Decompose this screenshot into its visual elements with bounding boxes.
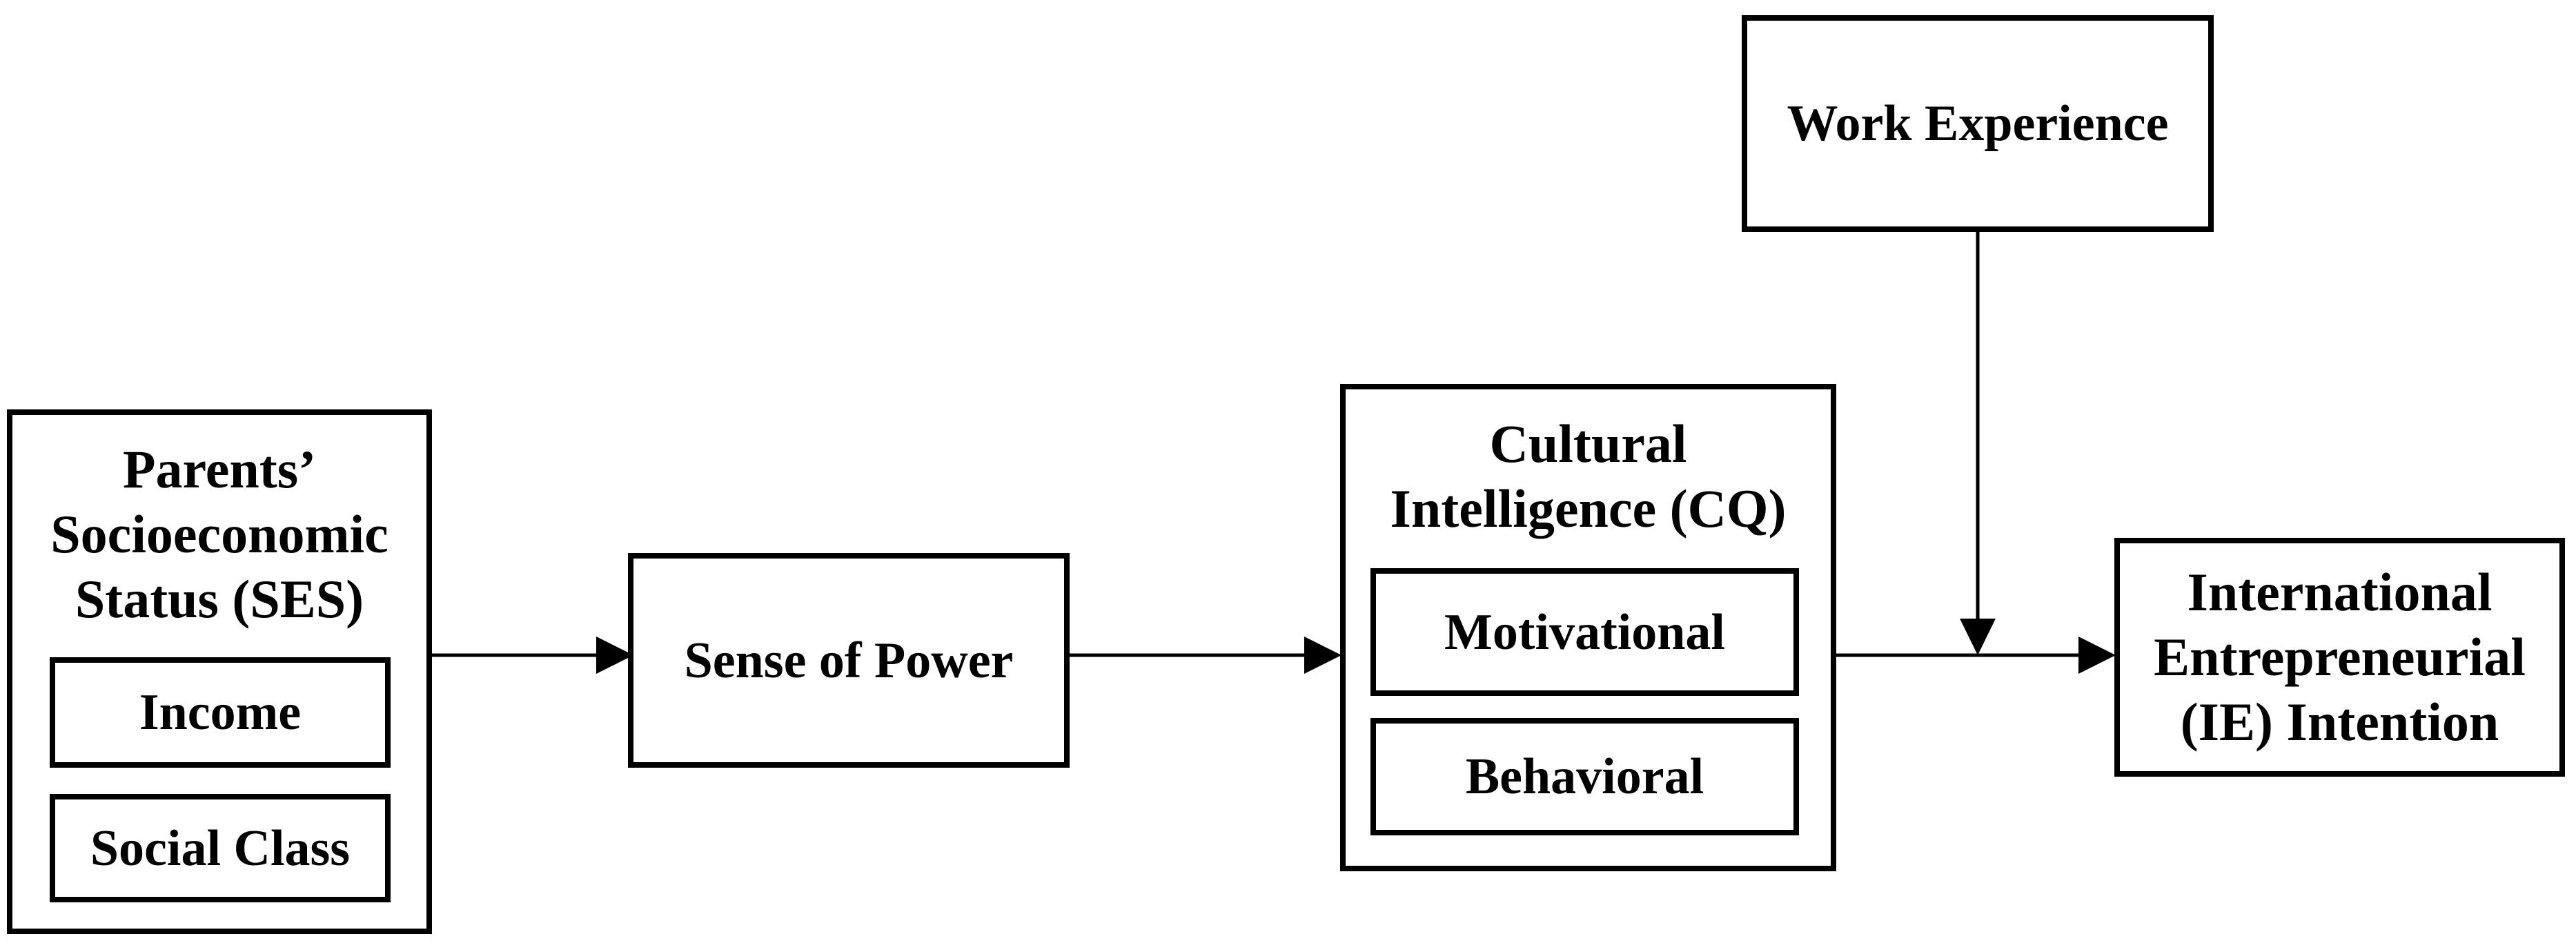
cq-motivational-label: Motivational	[1444, 603, 1725, 661]
cq-motivational-box: Motivational	[1370, 568, 1799, 696]
ie-box: International Entrepreneurial (IE) Inten…	[2114, 538, 2565, 777]
ie-title-line-2: Entrepreneurial	[2154, 627, 2526, 687]
ie-title: International Entrepreneurial (IE) Inten…	[2154, 560, 2526, 755]
arrowhead-ses-to-power	[596, 637, 633, 674]
ses-title-line-3: Status (SES)	[75, 569, 364, 629]
power-box: Sense of Power	[628, 553, 1070, 768]
ses-income-box: Income	[50, 657, 391, 768]
ses-title-line-2: Socioeconomic	[50, 504, 389, 564]
cq-title: Cultural Intelligence (CQ)	[1346, 411, 1831, 541]
ses-social-class-label: Social Class	[90, 819, 351, 877]
ses-title: Parents’ Socioeconomic Status (SES)	[12, 437, 426, 632]
power-label: Sense of Power	[684, 632, 1014, 689]
ie-title-line-1: International	[2187, 562, 2493, 622]
cq-behavioral-box: Behavioral	[1370, 718, 1799, 835]
arrowhead-power-to-cq	[1304, 637, 1341, 674]
work-experience-label: Work Experience	[1787, 95, 2169, 152]
ses-social-class-box: Social Class	[50, 794, 391, 902]
cq-behavioral-label: Behavioral	[1465, 748, 1704, 805]
ie-title-line-3: (IE) Intention	[2180, 692, 2499, 752]
ses-title-line-1: Parents’	[122, 439, 317, 499]
arrowhead-work-moderation	[1960, 619, 1996, 655]
work-experience-box: Work Experience	[1742, 15, 2214, 232]
cq-title-line-1: Cultural	[1489, 414, 1687, 474]
ses-income-label: Income	[139, 684, 302, 741]
arrowhead-cq-to-ie	[2078, 637, 2116, 674]
cq-title-line-2: Intelligence (CQ)	[1390, 478, 1787, 539]
